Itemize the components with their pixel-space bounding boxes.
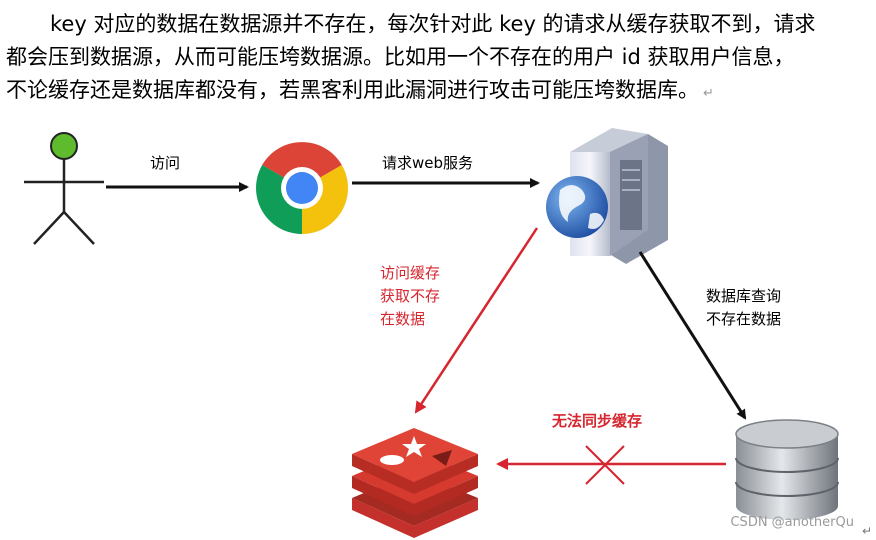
watermark: CSDN @anotherQu [730, 515, 854, 530]
label-request-web: 请求web服务 [382, 154, 474, 172]
return-mark: ↵ [703, 86, 714, 101]
label-cache-miss-line: 访问缓存 [380, 264, 441, 282]
label-cache-miss: 访问缓存 获取不存 在数据 [380, 262, 440, 331]
chrome-icon [256, 142, 348, 234]
corner-return-mark: ↵ [861, 524, 872, 538]
paragraph-line-1-text: key 对应的数据在数据源并不存在，每次针对此 key 的请求从缓存获取不到，请… [50, 12, 816, 36]
label-db-query: 数据库查询 不存在数据 [706, 285, 781, 331]
arrow-server-to-cache [414, 227, 539, 414]
redis-icon [352, 428, 478, 538]
paragraph-line: 不论缓存还是数据库都没有，若黑客利用此漏洞进行攻击可能压垮数据库。 ↵ [6, 74, 870, 110]
label-no-sync: 无法同步缓存 [552, 412, 643, 430]
paragraph-line-3-text: 不论缓存还是数据库都没有，若黑客利用此漏洞进行攻击可能压垮数据库。 [6, 78, 699, 102]
label-db-query-line: 不存在数据 [706, 310, 782, 328]
paragraph-line: 都会压到数据源，从而可能压垮数据源。比如用一个不存在的用户 id 获取用户信息， [6, 41, 870, 74]
label-cache-miss-line: 在数据 [380, 310, 426, 328]
stick-figure-icon [24, 132, 104, 245]
intro-paragraph: key 对应的数据在数据源并不存在，每次针对此 key 的请求从缓存获取不到，请… [6, 8, 870, 110]
web-server-icon [546, 128, 668, 264]
blocked-cross-icon [585, 445, 625, 485]
database-icon [735, 419, 839, 520]
label-db-query-line: 数据库查询 [706, 287, 782, 305]
paragraph-line: key 对应的数据在数据源并不存在，每次针对此 key 的请求从缓存获取不到，请… [6, 8, 870, 41]
arrow-server-to-database [638, 251, 747, 420]
paragraph-line-2-text: 都会压到数据源，从而可能压垮数据源。比如用一个不存在的用户 id 获取用户信息， [6, 45, 795, 69]
label-cache-miss-line: 获取不存 [380, 287, 441, 305]
label-visit: 访问 [150, 154, 181, 172]
